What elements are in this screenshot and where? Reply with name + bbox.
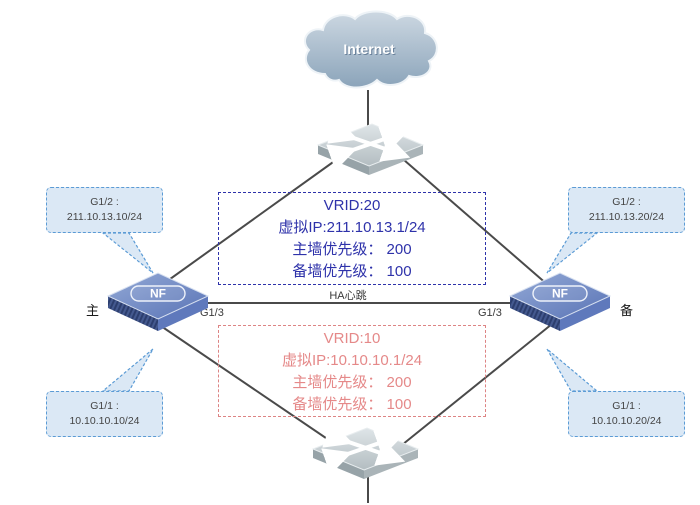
- callout-tail-bottom-left: [101, 348, 154, 392]
- callout-rightfw-lan-ip: G1/1 : 10.10.10.20/24: [568, 391, 685, 437]
- callout-ip-label: 211.10.13.20/24: [588, 211, 665, 223]
- lan-backup-priority-label: 备墙优先级： 100: [292, 396, 412, 413]
- firewall-master-name: NF: [150, 287, 166, 301]
- lan-virtual-ip-label: 虚拟IP:10.10.10.1/24: [281, 352, 423, 369]
- lan-vrid-label: VRID:10: [323, 330, 381, 347]
- callout-tail-top-right: [546, 232, 599, 274]
- callout-leftfw-wan-ip: G1/2 : 211.10.13.10/24: [46, 187, 163, 233]
- callout-leftfw-lan-ip: G1/1 : 10.10.10.10/24: [46, 391, 163, 437]
- vrrp-group-wan-box: VRID:20 虚拟IP:211.10.13.1/24 主墙优先级： 200 备…: [218, 192, 486, 285]
- internet-label: Internet: [343, 41, 395, 57]
- vrrp-group-lan-box: VRID:10 虚拟IP:10.10.10.1/24 主墙优先级： 200 备墙…: [218, 325, 486, 417]
- bottom-switch-icon: [311, 421, 420, 479]
- firewall-backup-name: NF: [552, 287, 568, 301]
- callout-ip-label: 211.10.13.10/24: [66, 211, 143, 223]
- link-leftfw-bottomswitch: [157, 323, 349, 454]
- callout-tail-bottom-right: [546, 348, 599, 392]
- top-switch-icon: [316, 117, 425, 175]
- link-topswitch-leftfw: [151, 159, 337, 293]
- wan-vrid-label: VRID:20: [323, 197, 381, 214]
- left-heartbeat-port-label: G1/3: [200, 307, 224, 319]
- firewall-backup-icon: NF: [508, 272, 612, 331]
- lan-master-priority-label: 主墙优先级： 200: [292, 374, 412, 391]
- callout-port-label: G1/2 :: [612, 195, 641, 208]
- link-topswitch-rightfw: [403, 159, 557, 293]
- callout-rightfw-wan-ip: G1/2 : 211.10.13.20/24: [568, 187, 685, 233]
- master-role-label: 主: [86, 303, 100, 318]
- callout-ip-label: 10.10.10.20/24: [591, 415, 662, 427]
- internet-cloud-icon: Internet Internet: [304, 10, 438, 89]
- right-heartbeat-port-label: G1/3: [478, 307, 502, 319]
- callout-tail-top-left: [101, 232, 154, 274]
- callout-port-label: G1/1 :: [612, 399, 641, 412]
- ha-heartbeat-label: HA心跳: [329, 290, 367, 302]
- backup-role-label: 备: [620, 303, 634, 318]
- internet-label-shadow: Internet: [344, 42, 396, 58]
- firewall-master-icon: NF: [106, 272, 210, 331]
- wan-master-priority-label: 主墙优先级： 200: [292, 241, 412, 258]
- wan-backup-priority-label: 备墙优先级： 100: [292, 263, 412, 280]
- callout-ip-label: 10.10.10.10/24: [69, 415, 140, 427]
- callout-port-label: G1/2 :: [90, 195, 119, 208]
- link-rightfw-bottomswitch: [391, 323, 553, 454]
- wan-virtual-ip-label: 虚拟IP:211.10.13.1/24: [278, 219, 426, 236]
- callout-port-label: G1/1 :: [90, 399, 119, 412]
